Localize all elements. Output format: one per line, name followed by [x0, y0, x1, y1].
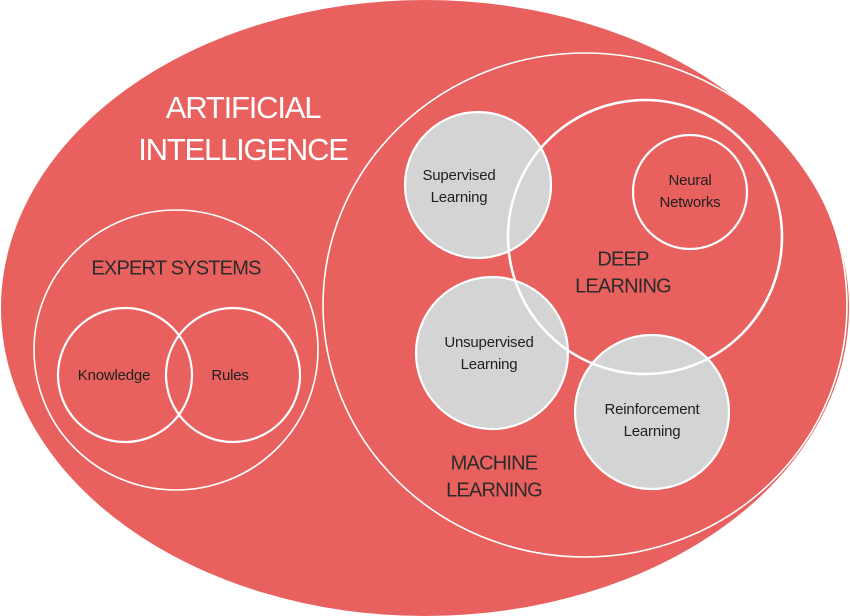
reinforcement-learning-circle[interactable] — [573, 333, 731, 491]
artificial-intelligence-label-line2: INTELLIGENCE — [138, 132, 348, 167]
expert-systems-region[interactable] — [33, 209, 319, 491]
supervised-learning-circle[interactable] — [403, 110, 553, 260]
supervised-learning-label-line2: Learning — [431, 189, 488, 206]
unsupervised-learning-label-line1: Unsupervised — [444, 334, 533, 351]
neural-networks-label-line2: Networks — [660, 194, 721, 211]
rules-label: Rules — [211, 367, 248, 384]
deep-learning-region[interactable] — [506, 98, 784, 376]
artificial-intelligence-label-line1: ARTIFICIAL — [166, 90, 321, 125]
expert-systems-label: EXPERT SYSTEMS — [91, 257, 261, 279]
machine-learning-label-line1: MACHINE — [451, 452, 538, 474]
rules-circle[interactable] — [164, 306, 302, 444]
deep-learning-label-line1: DEEP — [597, 248, 649, 270]
unsupervised-learning-label-line2: Learning — [461, 356, 518, 373]
knowledge-label: Knowledge — [78, 367, 150, 384]
deep-learning-label-line2: LEARNING — [575, 275, 671, 297]
unsupervised-learning-circle[interactable] — [414, 275, 570, 431]
reinforcement-learning-label-line1: Reinforcement — [605, 401, 701, 418]
machine-learning-region[interactable] — [322, 52, 848, 558]
neural-networks-circle[interactable] — [631, 133, 749, 251]
reinforcement-learning-label-line2: Learning — [624, 423, 681, 440]
neural-networks-label-line1: Neural — [669, 172, 712, 189]
supervised-learning-label-line1: Supervised — [422, 167, 495, 184]
knowledge-circle[interactable] — [56, 306, 194, 444]
machine-learning-label-line2: LEARNING — [446, 479, 542, 501]
